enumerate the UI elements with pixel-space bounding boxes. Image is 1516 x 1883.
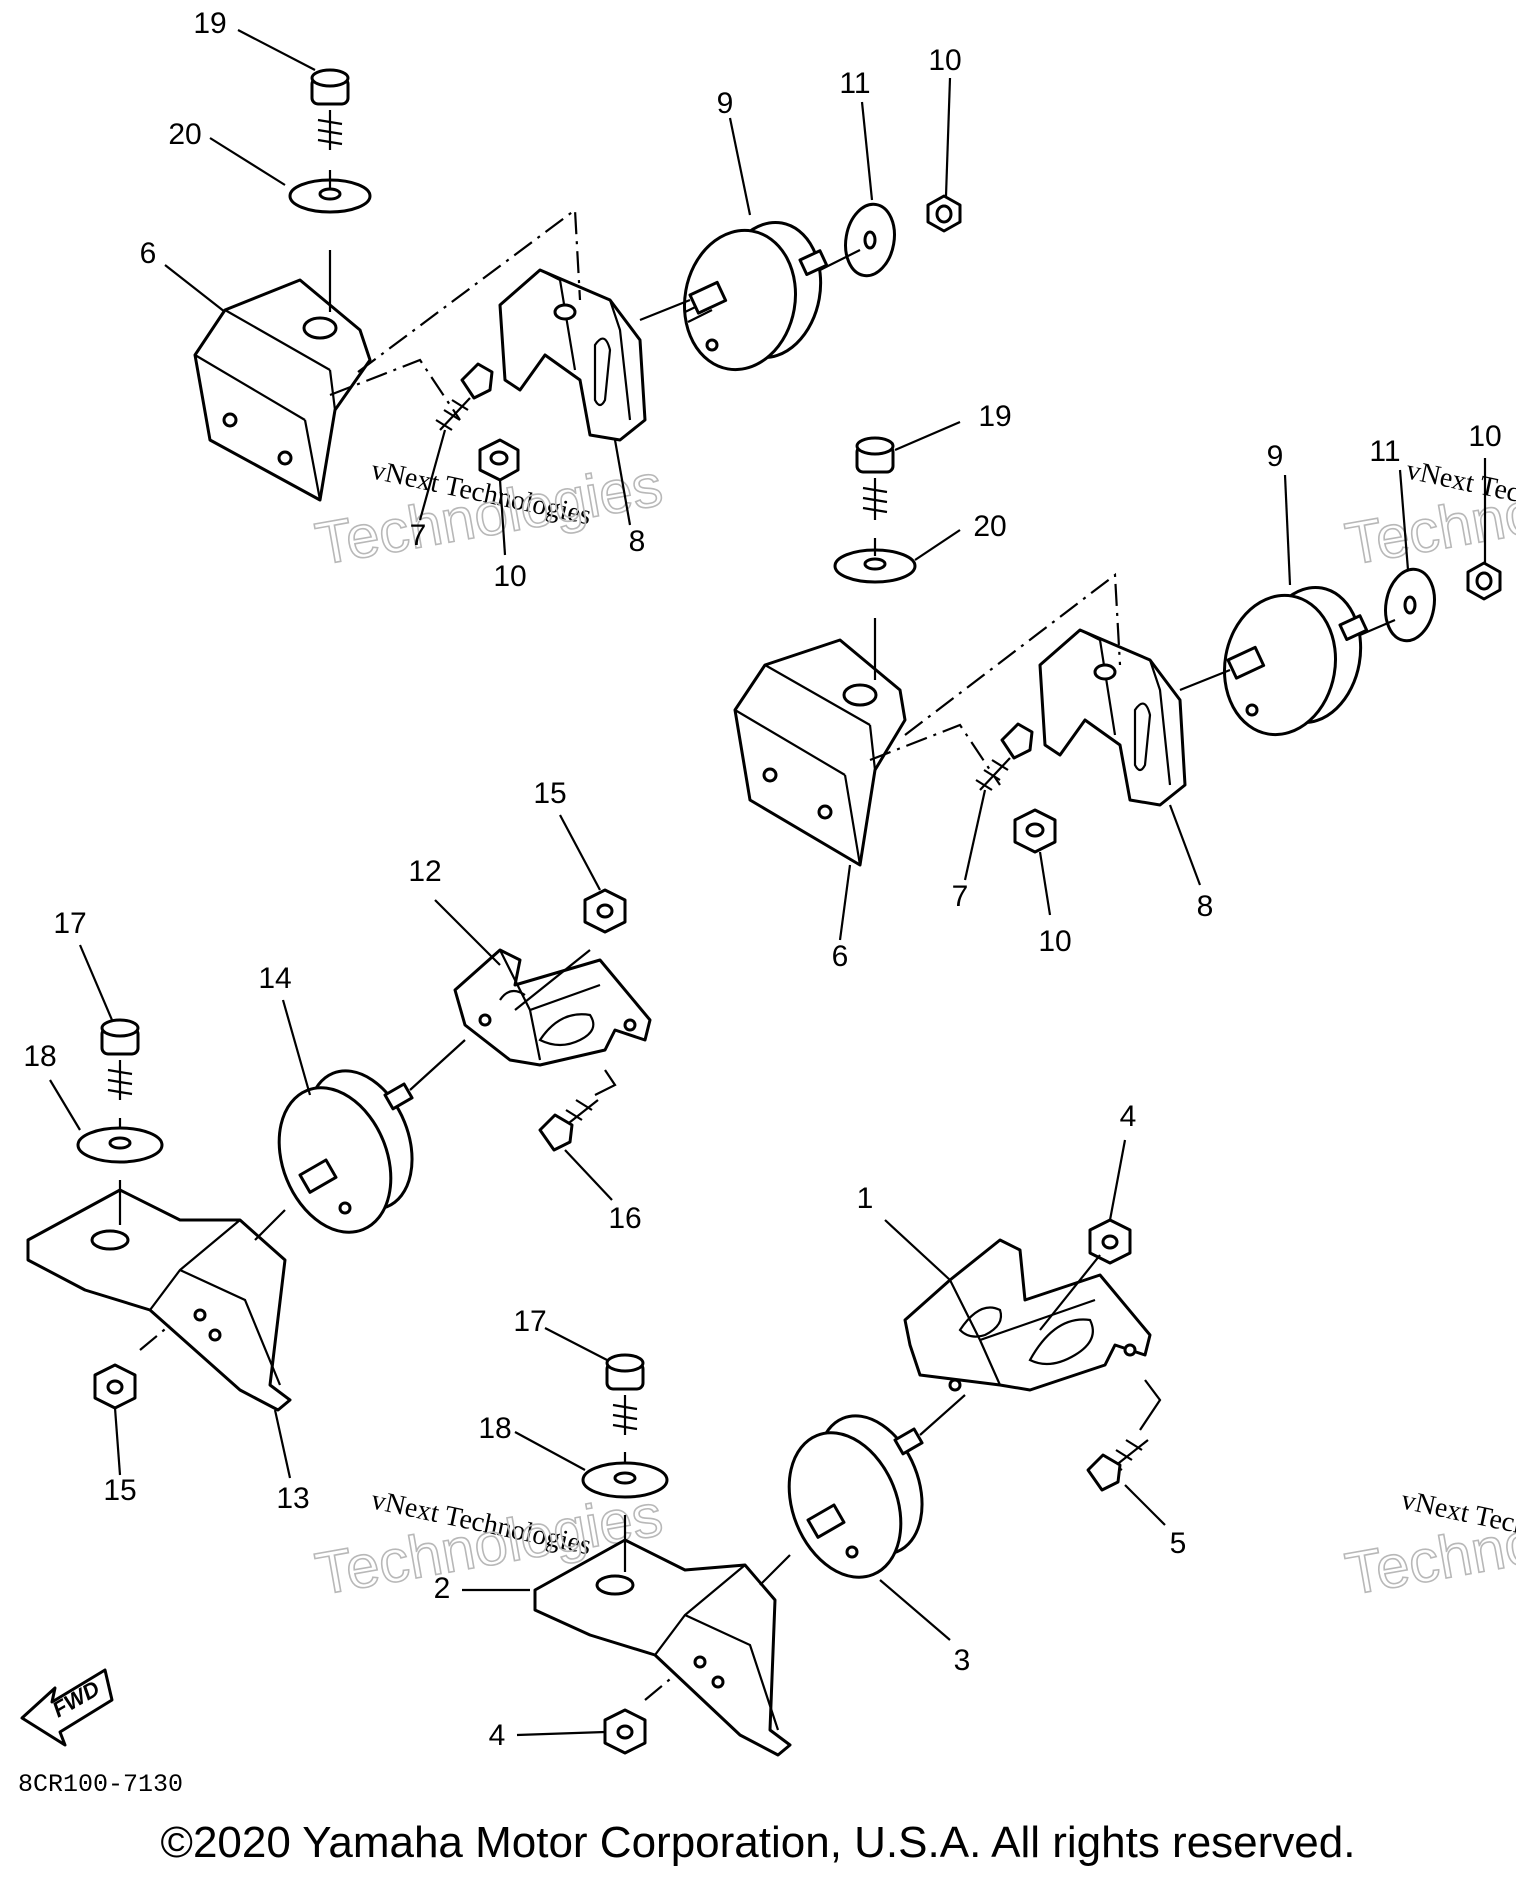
callout-7: 7 <box>952 880 969 913</box>
nut-4-lower <box>603 1708 647 1755</box>
assembly-upper-left <box>193 68 962 502</box>
mount-14 <box>277 1069 414 1234</box>
bolt-7 <box>975 722 1034 791</box>
callout-11: 11 <box>1369 435 1400 468</box>
callout-10: 10 <box>493 560 526 593</box>
assembly-upper-right <box>733 436 1502 867</box>
bolt-17 <box>605 1353 645 1435</box>
nut-15-upper <box>583 888 627 934</box>
callout-4: 4 <box>1120 1100 1137 1133</box>
callout-14: 14 <box>258 962 291 995</box>
fwd-arrow-icon: FWD <box>20 1668 114 1747</box>
nut-10-lower <box>1013 808 1057 854</box>
diagram-code: 8CR100-7130 <box>18 1770 184 1799</box>
callouts: 19 20 6 9 11 10 7 10 8 19 20 9 11 10 7 1… <box>23 7 1501 1752</box>
bracket-12 <box>453 948 652 1067</box>
callout-15: 15 <box>533 777 566 810</box>
nut-15-lower <box>93 1363 137 1410</box>
nut-10-upper <box>926 194 962 233</box>
bracket-8 <box>1038 628 1187 807</box>
washer-11 <box>844 202 896 278</box>
callout-4: 4 <box>489 1719 506 1752</box>
bolt-7 <box>435 362 494 431</box>
nut-10-upper <box>1466 561 1502 601</box>
mount-9 <box>682 220 829 372</box>
callout-6: 6 <box>140 237 157 270</box>
bracket-13 <box>26 1188 292 1412</box>
callout-10: 10 <box>1468 420 1501 453</box>
callout-12: 12 <box>408 855 441 888</box>
callout-7: 7 <box>410 519 427 552</box>
bracket-6 <box>733 638 907 867</box>
assembly-middle-left <box>26 888 652 1412</box>
callout-17: 17 <box>513 1305 546 1338</box>
callout-16: 16 <box>608 1202 641 1235</box>
callout-3: 3 <box>954 1644 971 1677</box>
washer-18 <box>581 1461 669 1499</box>
washer-18 <box>76 1126 164 1164</box>
callout-8: 8 <box>629 525 646 558</box>
callout-11: 11 <box>839 67 870 100</box>
bracket-6 <box>193 278 372 502</box>
bracket-1 <box>903 1238 1152 1392</box>
washer-20 <box>833 548 917 584</box>
callout-9: 9 <box>1267 440 1284 473</box>
bolt-16 <box>538 1099 599 1152</box>
callout-17: 17 <box>53 907 86 940</box>
callout-10: 10 <box>928 44 961 77</box>
callout-2: 2 <box>434 1572 451 1605</box>
callout-1: 1 <box>857 1182 874 1215</box>
nut-10-lower <box>478 438 520 482</box>
mount-9 <box>1222 585 1369 737</box>
callout-20: 20 <box>168 118 201 151</box>
assembly-bottom <box>533 1218 1162 1757</box>
callout-18: 18 <box>23 1040 56 1073</box>
bracket-2 <box>533 1538 792 1757</box>
mount-3 <box>787 1414 924 1579</box>
callout-20: 20 <box>973 510 1006 543</box>
callout-10: 10 <box>1038 925 1071 958</box>
nut-4-upper <box>1088 1218 1132 1265</box>
copyright-notice: ©2020 Yamaha Motor Corporation, U.S.A. A… <box>160 1818 1356 1867</box>
bolt-19 <box>310 68 350 150</box>
callout-18: 18 <box>478 1412 511 1445</box>
callout-8: 8 <box>1197 890 1214 923</box>
bolt-19 <box>855 436 895 520</box>
bracket-8 <box>498 268 647 442</box>
callout-19: 19 <box>978 400 1011 433</box>
bolt-17 <box>100 1018 140 1100</box>
callout-15: 15 <box>103 1474 136 1507</box>
washer-11 <box>1384 567 1436 643</box>
callout-5: 5 <box>1170 1527 1187 1560</box>
leader-lines <box>49 29 1487 1737</box>
callout-6: 6 <box>832 940 849 973</box>
callout-19: 19 <box>193 7 226 40</box>
bolt-5 <box>1086 1439 1149 1492</box>
callout-13: 13 <box>276 1482 309 1515</box>
callout-9: 9 <box>717 87 734 120</box>
